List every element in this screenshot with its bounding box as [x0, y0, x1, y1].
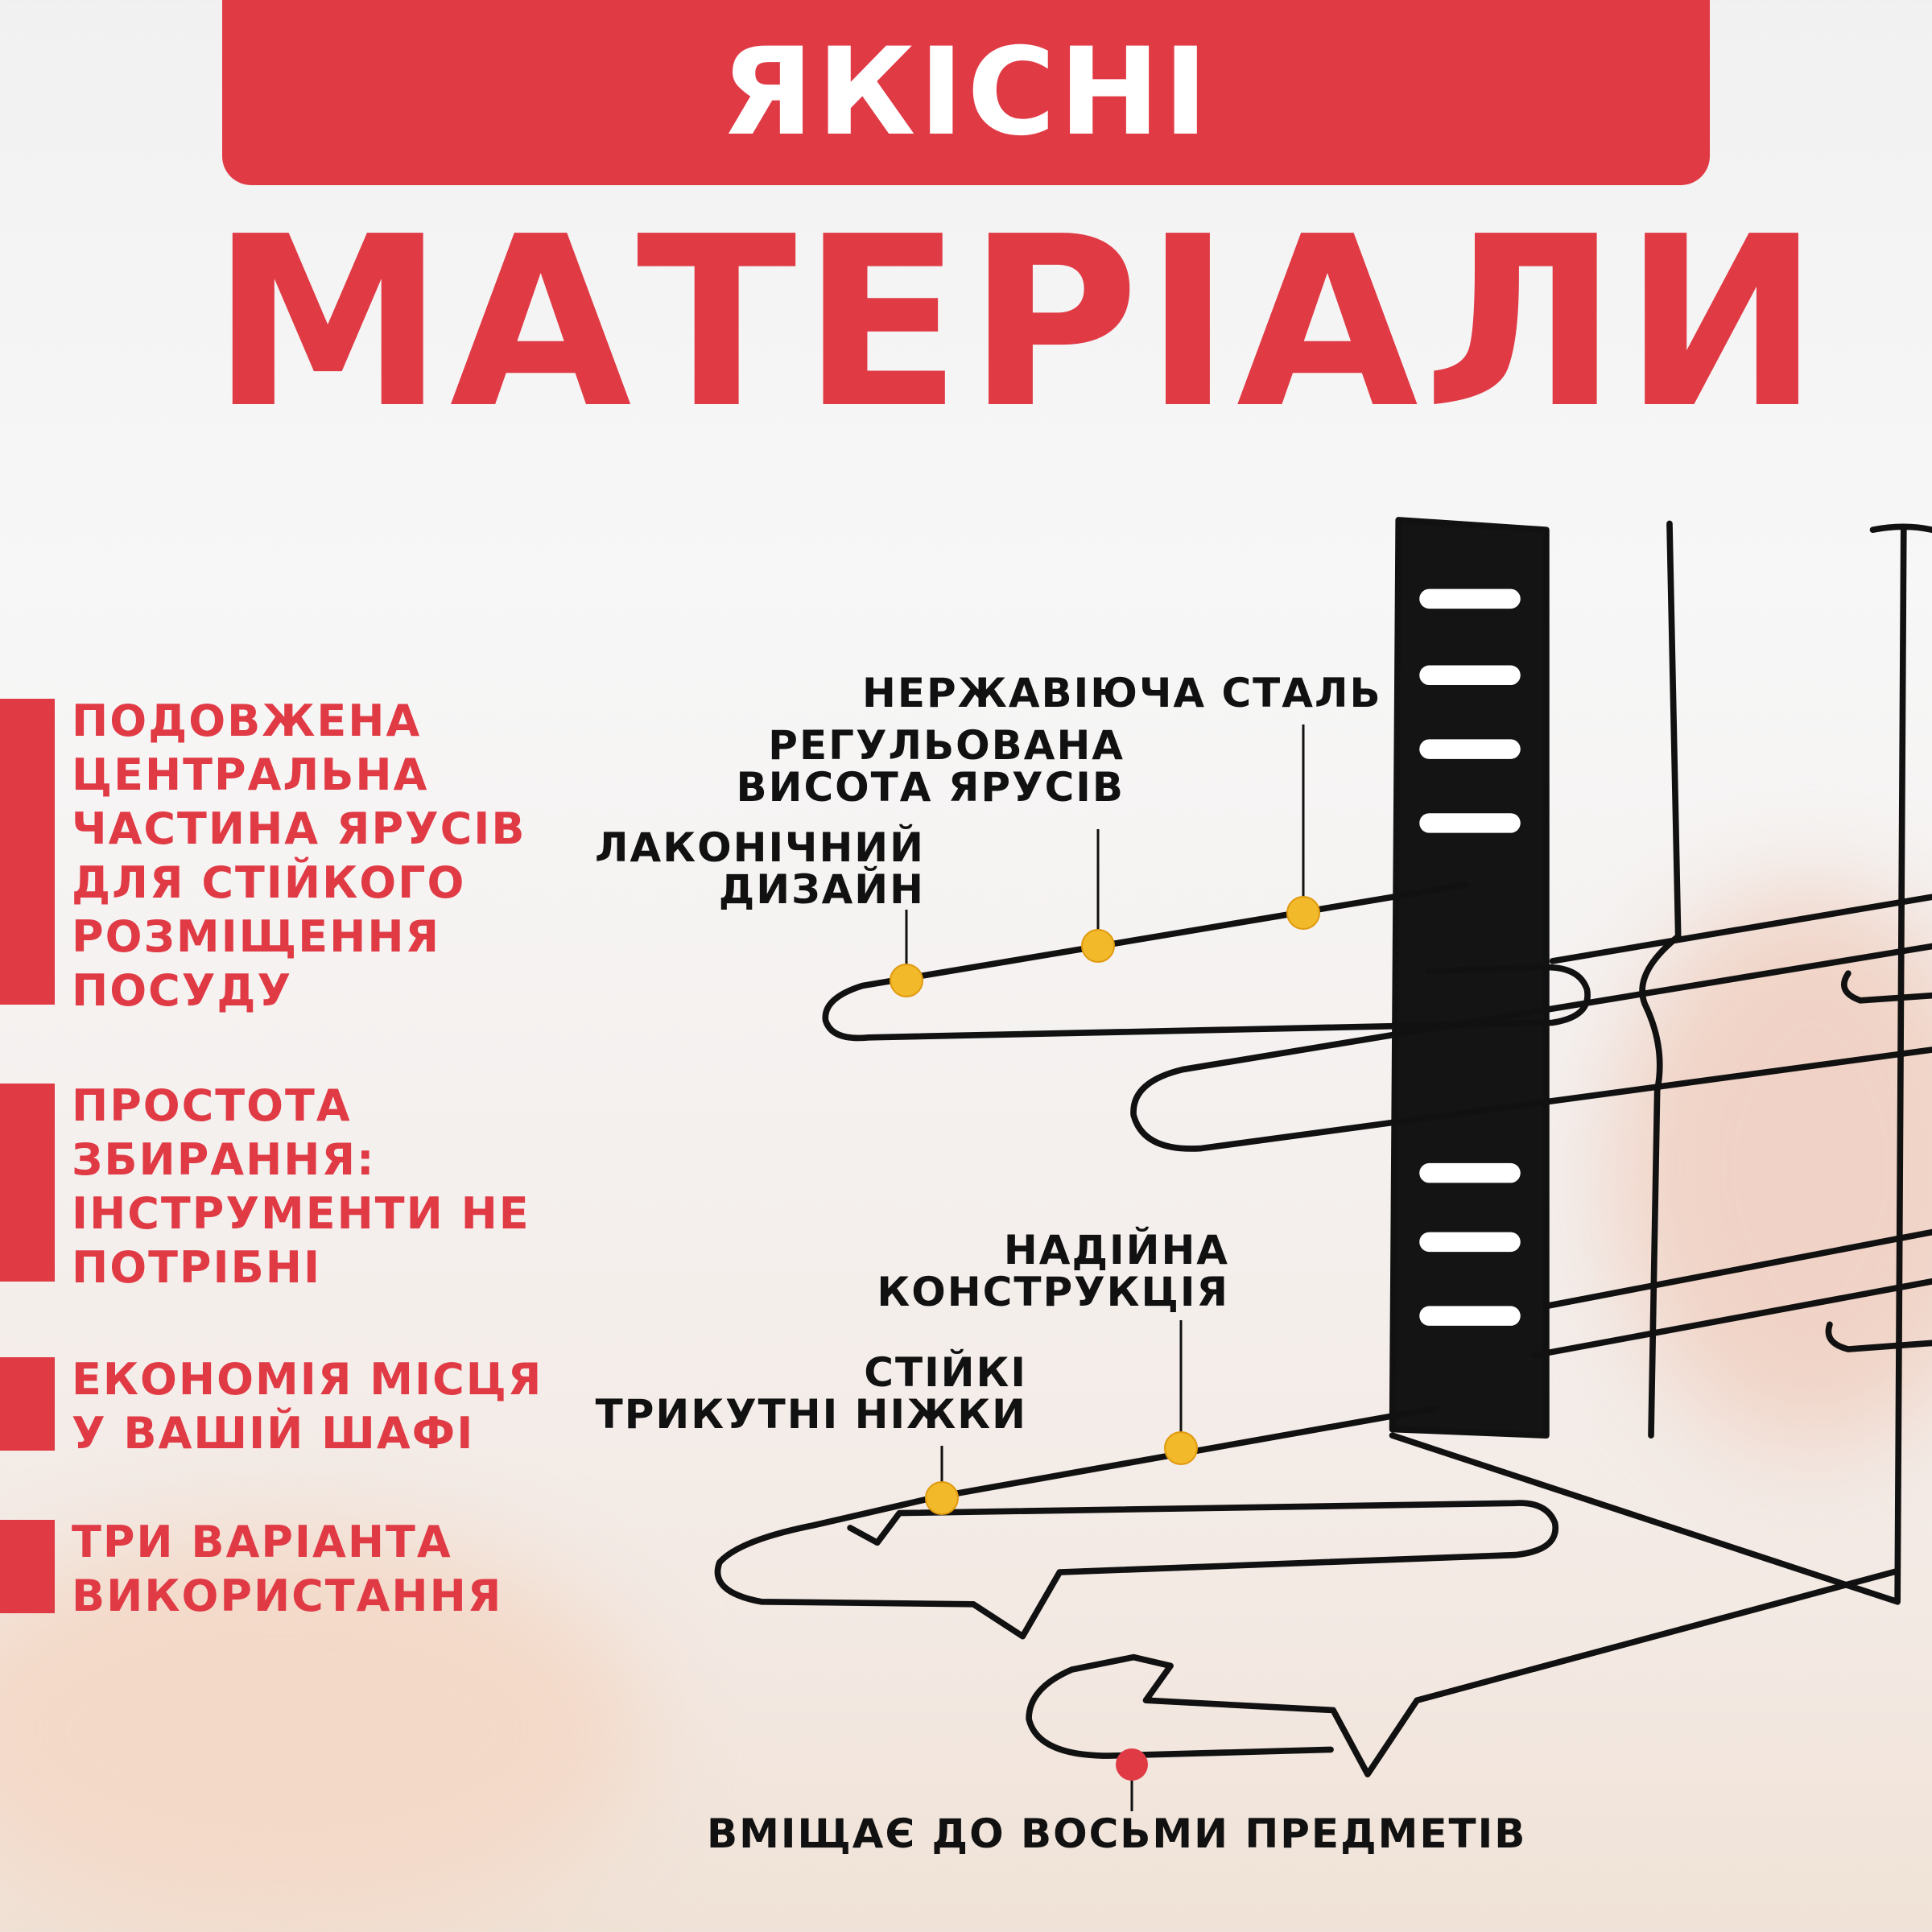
base-frame — [1389, 523, 1932, 1605]
callout-legs: СТІЙКІ ТРИКУТНІ НІЖКИ — [595, 1349, 1027, 1438]
upper-tier-rear — [1549, 894, 1932, 964]
vertical-wire — [1639, 520, 1682, 1439]
callout-dot — [1164, 1431, 1198, 1465]
callout-construction: НАДІЙНА КОНСТРУКЦІЯ — [877, 1227, 1229, 1315]
background-blur — [0, 1530, 644, 1932]
banner-text: ЯКІСНІ — [720, 23, 1212, 163]
feature-item: ЕКОНОМІЯ МІСЦЯ У ВАШІЙ ШАФІ — [0, 1352, 564, 1459]
callout-design: ЛАКОНІЧНИЙ ДИЗАЙН — [595, 824, 925, 913]
bottom-tier — [714, 1405, 1559, 1640]
feature-item: ПРОСТОТА ЗБИРАННЯ: ІНСТРУМЕНТИ НЕ ПОТРІБ… — [0, 1079, 564, 1293]
feature-item: ТРИ ВАРІАНТА ВИКОРИСТАННЯ — [0, 1515, 564, 1621]
center-panel — [1389, 517, 1550, 1439]
page-title: МАТЕРІАЛИ — [211, 186, 1825, 460]
middle-rear-rod — [1530, 1228, 1932, 1359]
callout-dot-red — [1116, 1748, 1148, 1781]
accent-bar — [0, 1357, 55, 1451]
callout-capacity: ВМІЩАЄ ДО ВОСЬМИ ПРЕДМЕТІВ — [707, 1810, 1527, 1857]
feature-text: ТРИ ВАРІАНТА ВИКОРИСТАННЯ — [72, 1517, 503, 1621]
feature-text: ПРОСТОТА ЗБИРАННЯ: ІНСТРУМЕНТИ НЕ ПОТРІБ… — [72, 1080, 530, 1293]
accent-bar — [0, 1520, 55, 1613]
callout-steel: НЕРЖАВІЮЧА СТАЛЬ — [862, 670, 1382, 716]
feature-item: ПОДОВЖЕНА ЦЕНТРАЛЬНА ЧАСТИНА ЯРУСІВ ДЛЯ … — [0, 694, 564, 1016]
feature-text: ЕКОНОМІЯ МІСЦЯ У ВАШІЙ ШАФІ — [72, 1354, 543, 1459]
callout-dot — [1081, 929, 1115, 963]
background-blur — [1610, 886, 1932, 1449]
callout-dot — [890, 964, 923, 997]
feature-text: ПОДОВЖЕНА ЦЕНТРАЛЬНА ЧАСТИНА ЯРУСІВ ДЛЯ … — [72, 696, 526, 1016]
callout-dot — [1286, 896, 1320, 930]
callout-dot — [925, 1481, 959, 1515]
upper-tier — [822, 881, 1591, 1042]
accent-bar — [0, 1084, 55, 1282]
second-tier — [1130, 943, 1932, 1152]
top-banner: ЯКІСНІ — [222, 0, 1710, 185]
lowest-tier — [1026, 1567, 1901, 1777]
accent-bar — [0, 699, 55, 1005]
callout-height: РЕГУЛЬОВАНА ВИСОТА ЯРУСІВ — [736, 722, 1125, 811]
